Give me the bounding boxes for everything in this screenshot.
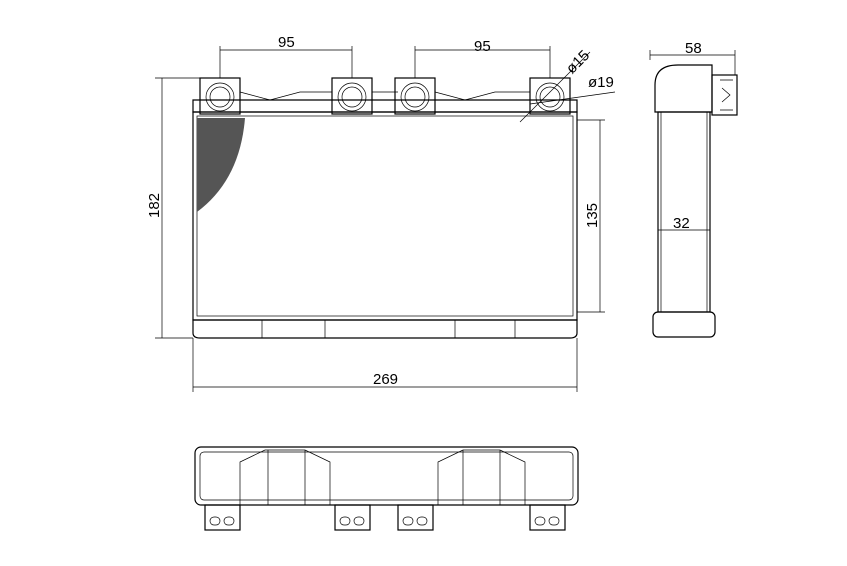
dim-overall-height: 182 <box>146 193 163 218</box>
dim-inner-diameter: ø15 <box>563 47 593 77</box>
dim-core-height: 135 <box>584 203 601 228</box>
tank-rib <box>239 91 530 101</box>
top-tank <box>192 99 578 113</box>
bottom-view <box>194 446 579 531</box>
dim-pipe-spacing-right: 95 <box>474 38 491 55</box>
mounting-tabs <box>204 504 566 531</box>
fin-hatch <box>197 118 245 212</box>
dim-pipe-spacing-left: 95 <box>278 34 295 51</box>
front-view: 95 95 ø15 ø19 182 135 269 <box>146 34 616 392</box>
side-view: 58 32 <box>649 40 738 338</box>
dim-overall-width: 269 <box>373 371 398 388</box>
core <box>192 111 578 321</box>
dim-depth: 58 <box>685 40 702 57</box>
dim-outer-diameter: ø19 <box>588 74 614 91</box>
bottom-tank <box>192 319 578 339</box>
dim-core-depth: 32 <box>673 215 690 232</box>
